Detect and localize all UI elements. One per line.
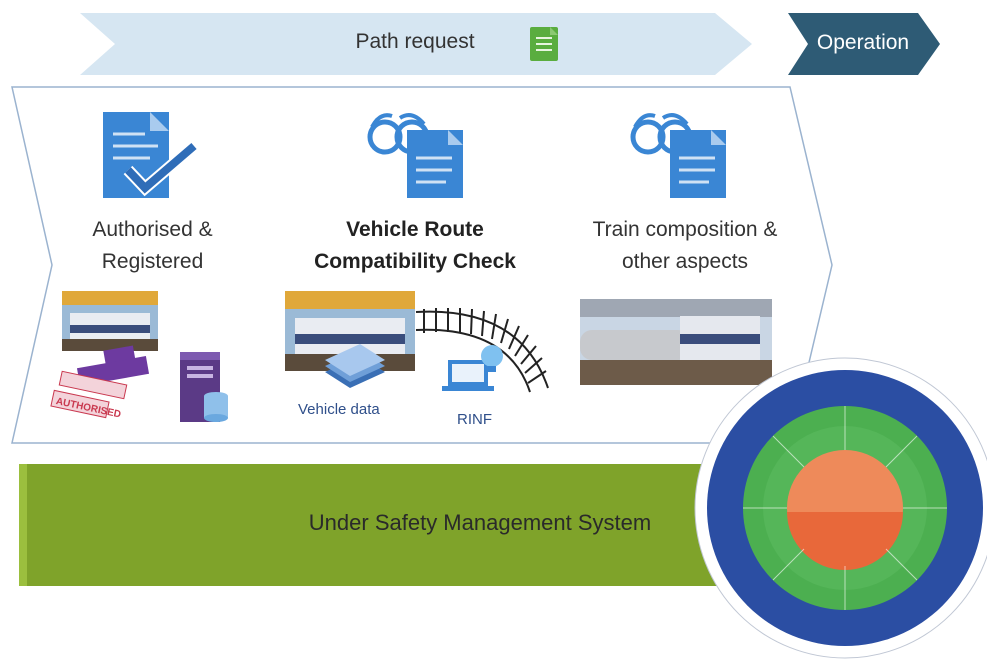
column-3-title: Train composition & other aspects xyxy=(560,214,810,278)
column-3-title-line2: other aspects xyxy=(621,250,749,273)
operation-arrow xyxy=(788,13,940,75)
rail-track-icon xyxy=(415,308,549,393)
train-photo-1 xyxy=(62,291,158,351)
laptop-bulb-icon xyxy=(442,345,503,391)
path-request-arrow xyxy=(80,13,752,75)
column-1-title-line2: Registered xyxy=(101,250,204,273)
column-1-title-line1: Authorised & xyxy=(92,218,213,241)
column-2-title: Vehicle Route Compatibility Check xyxy=(290,214,540,278)
column-1-title: Authorised & Registered xyxy=(50,214,255,278)
server-database-icon xyxy=(180,352,228,422)
document-check-icon xyxy=(103,112,198,198)
vehicle-data-label: Vehicle data xyxy=(298,401,380,418)
safety-management-wheel xyxy=(694,357,987,659)
papers-stack-icon xyxy=(325,344,385,388)
glasses-document-icon-2 xyxy=(630,113,726,198)
column-2-title-line2: Compatibility Check xyxy=(314,250,516,273)
glasses-document-icon xyxy=(367,113,463,198)
sms-label: Under Safety Management System xyxy=(308,510,652,535)
operation-label: Operation xyxy=(816,31,910,54)
column-3-title-line1: Train composition & xyxy=(592,218,778,241)
column-2-title-line1: Vehicle Route xyxy=(346,218,484,241)
document-green-icon xyxy=(530,27,558,61)
path-request-label: Path request xyxy=(355,30,475,53)
rinf-label: RINF xyxy=(457,411,492,428)
tanker-train-photo xyxy=(580,299,772,385)
sms-bar xyxy=(19,464,779,586)
